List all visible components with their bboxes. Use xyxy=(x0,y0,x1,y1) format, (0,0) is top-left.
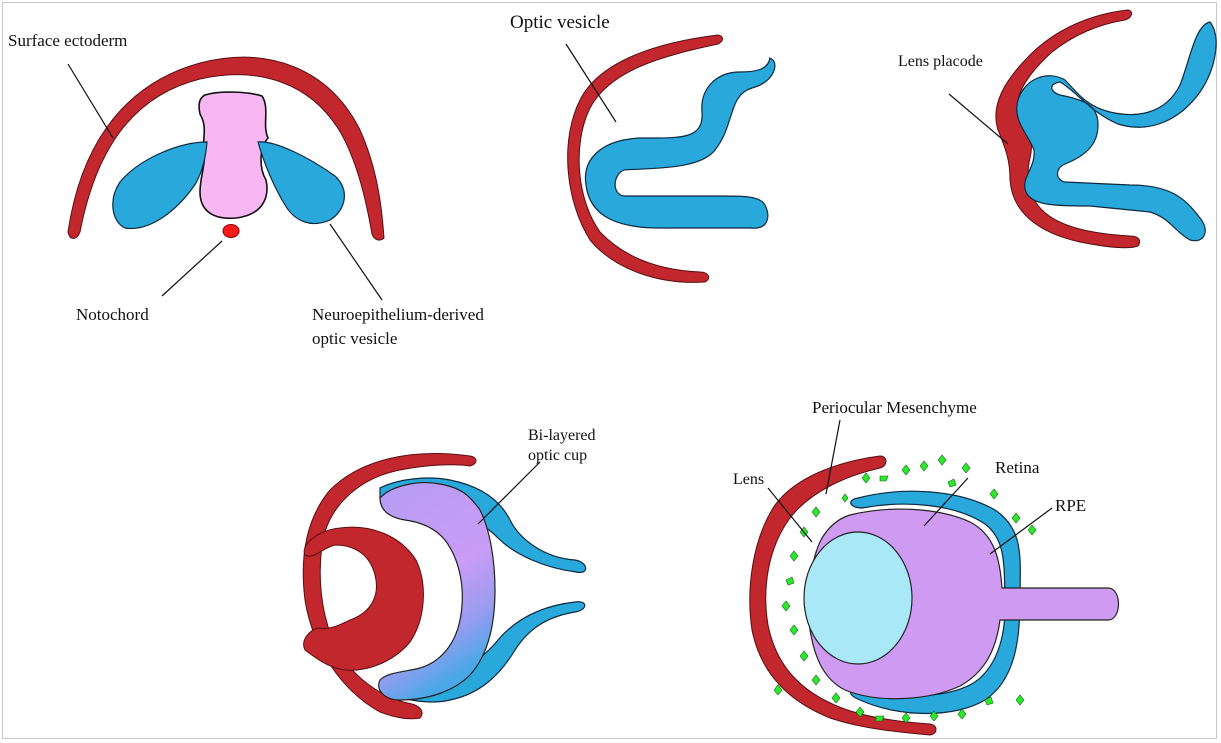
label-optic-cup-line1: Bi-layered xyxy=(528,427,596,444)
notochord-dot xyxy=(223,225,239,238)
optic-vesicle-left xyxy=(113,142,207,228)
panel-5: Periocular Mesenchyme Lens Retina RPE xyxy=(733,398,1119,735)
label-notochord: Notochord xyxy=(76,305,149,324)
leader-optic-cup xyxy=(478,462,540,524)
label-optic-cup-line2: optic cup xyxy=(528,447,587,464)
leader-notochord xyxy=(162,241,222,296)
mesenchyme-cell xyxy=(800,651,808,661)
mesenchyme-cell xyxy=(880,476,888,481)
mesenchyme-cell xyxy=(1028,525,1036,535)
mesenchyme-cell xyxy=(902,465,910,475)
panel-2: Optic vesicle xyxy=(510,12,775,282)
mesenchyme-cell xyxy=(920,461,928,471)
mesenchyme-cell xyxy=(832,693,840,703)
mesenchyme-cell xyxy=(948,479,956,487)
mesenchyme-cell xyxy=(1016,695,1024,705)
mesenchyme-cell xyxy=(842,494,848,502)
label-optic-vesicle-title: Optic vesicle xyxy=(510,12,610,33)
label-periocular-mesenchyme: Periocular Mesenchyme xyxy=(812,398,977,417)
label-surface-ectoderm: Surface ectoderm xyxy=(8,31,127,50)
mesenchyme-cell xyxy=(782,601,790,611)
optic-vesicle-right xyxy=(258,142,344,224)
panel-1: Surface ectoderm Notochord Neuroepitheli… xyxy=(8,31,484,348)
label-lens-placode: Lens placode xyxy=(898,53,983,70)
mesenchyme-cell xyxy=(790,625,798,635)
lens xyxy=(804,532,912,664)
label-optic-vesicle-line2: optic vesicle xyxy=(312,329,397,348)
mesenchyme-cell xyxy=(812,507,820,517)
label-lens: Lens xyxy=(733,471,764,488)
mesenchyme-cell xyxy=(990,489,998,499)
mesenchyme-cell xyxy=(862,473,870,483)
neural-tube xyxy=(199,92,268,218)
label-retina: Retina xyxy=(995,458,1040,477)
mesenchyme-cell xyxy=(812,675,820,685)
mesenchyme-cell xyxy=(938,455,946,465)
mesenchyme-cell xyxy=(1012,513,1020,523)
label-optic-vesicle-line1: Neuroepithelium-derived xyxy=(312,305,484,324)
mesenchyme-cell xyxy=(962,463,970,473)
label-rpe: RPE xyxy=(1055,496,1086,515)
leader-surface-ectoderm xyxy=(68,64,113,138)
optic-vesicle-p2 xyxy=(585,58,774,228)
panel-4: Bi-layered optic cup xyxy=(303,427,595,719)
mesenchyme-cell xyxy=(790,551,798,561)
mesenchyme-cell xyxy=(786,577,794,585)
panel-3: Lens placode xyxy=(898,10,1216,248)
